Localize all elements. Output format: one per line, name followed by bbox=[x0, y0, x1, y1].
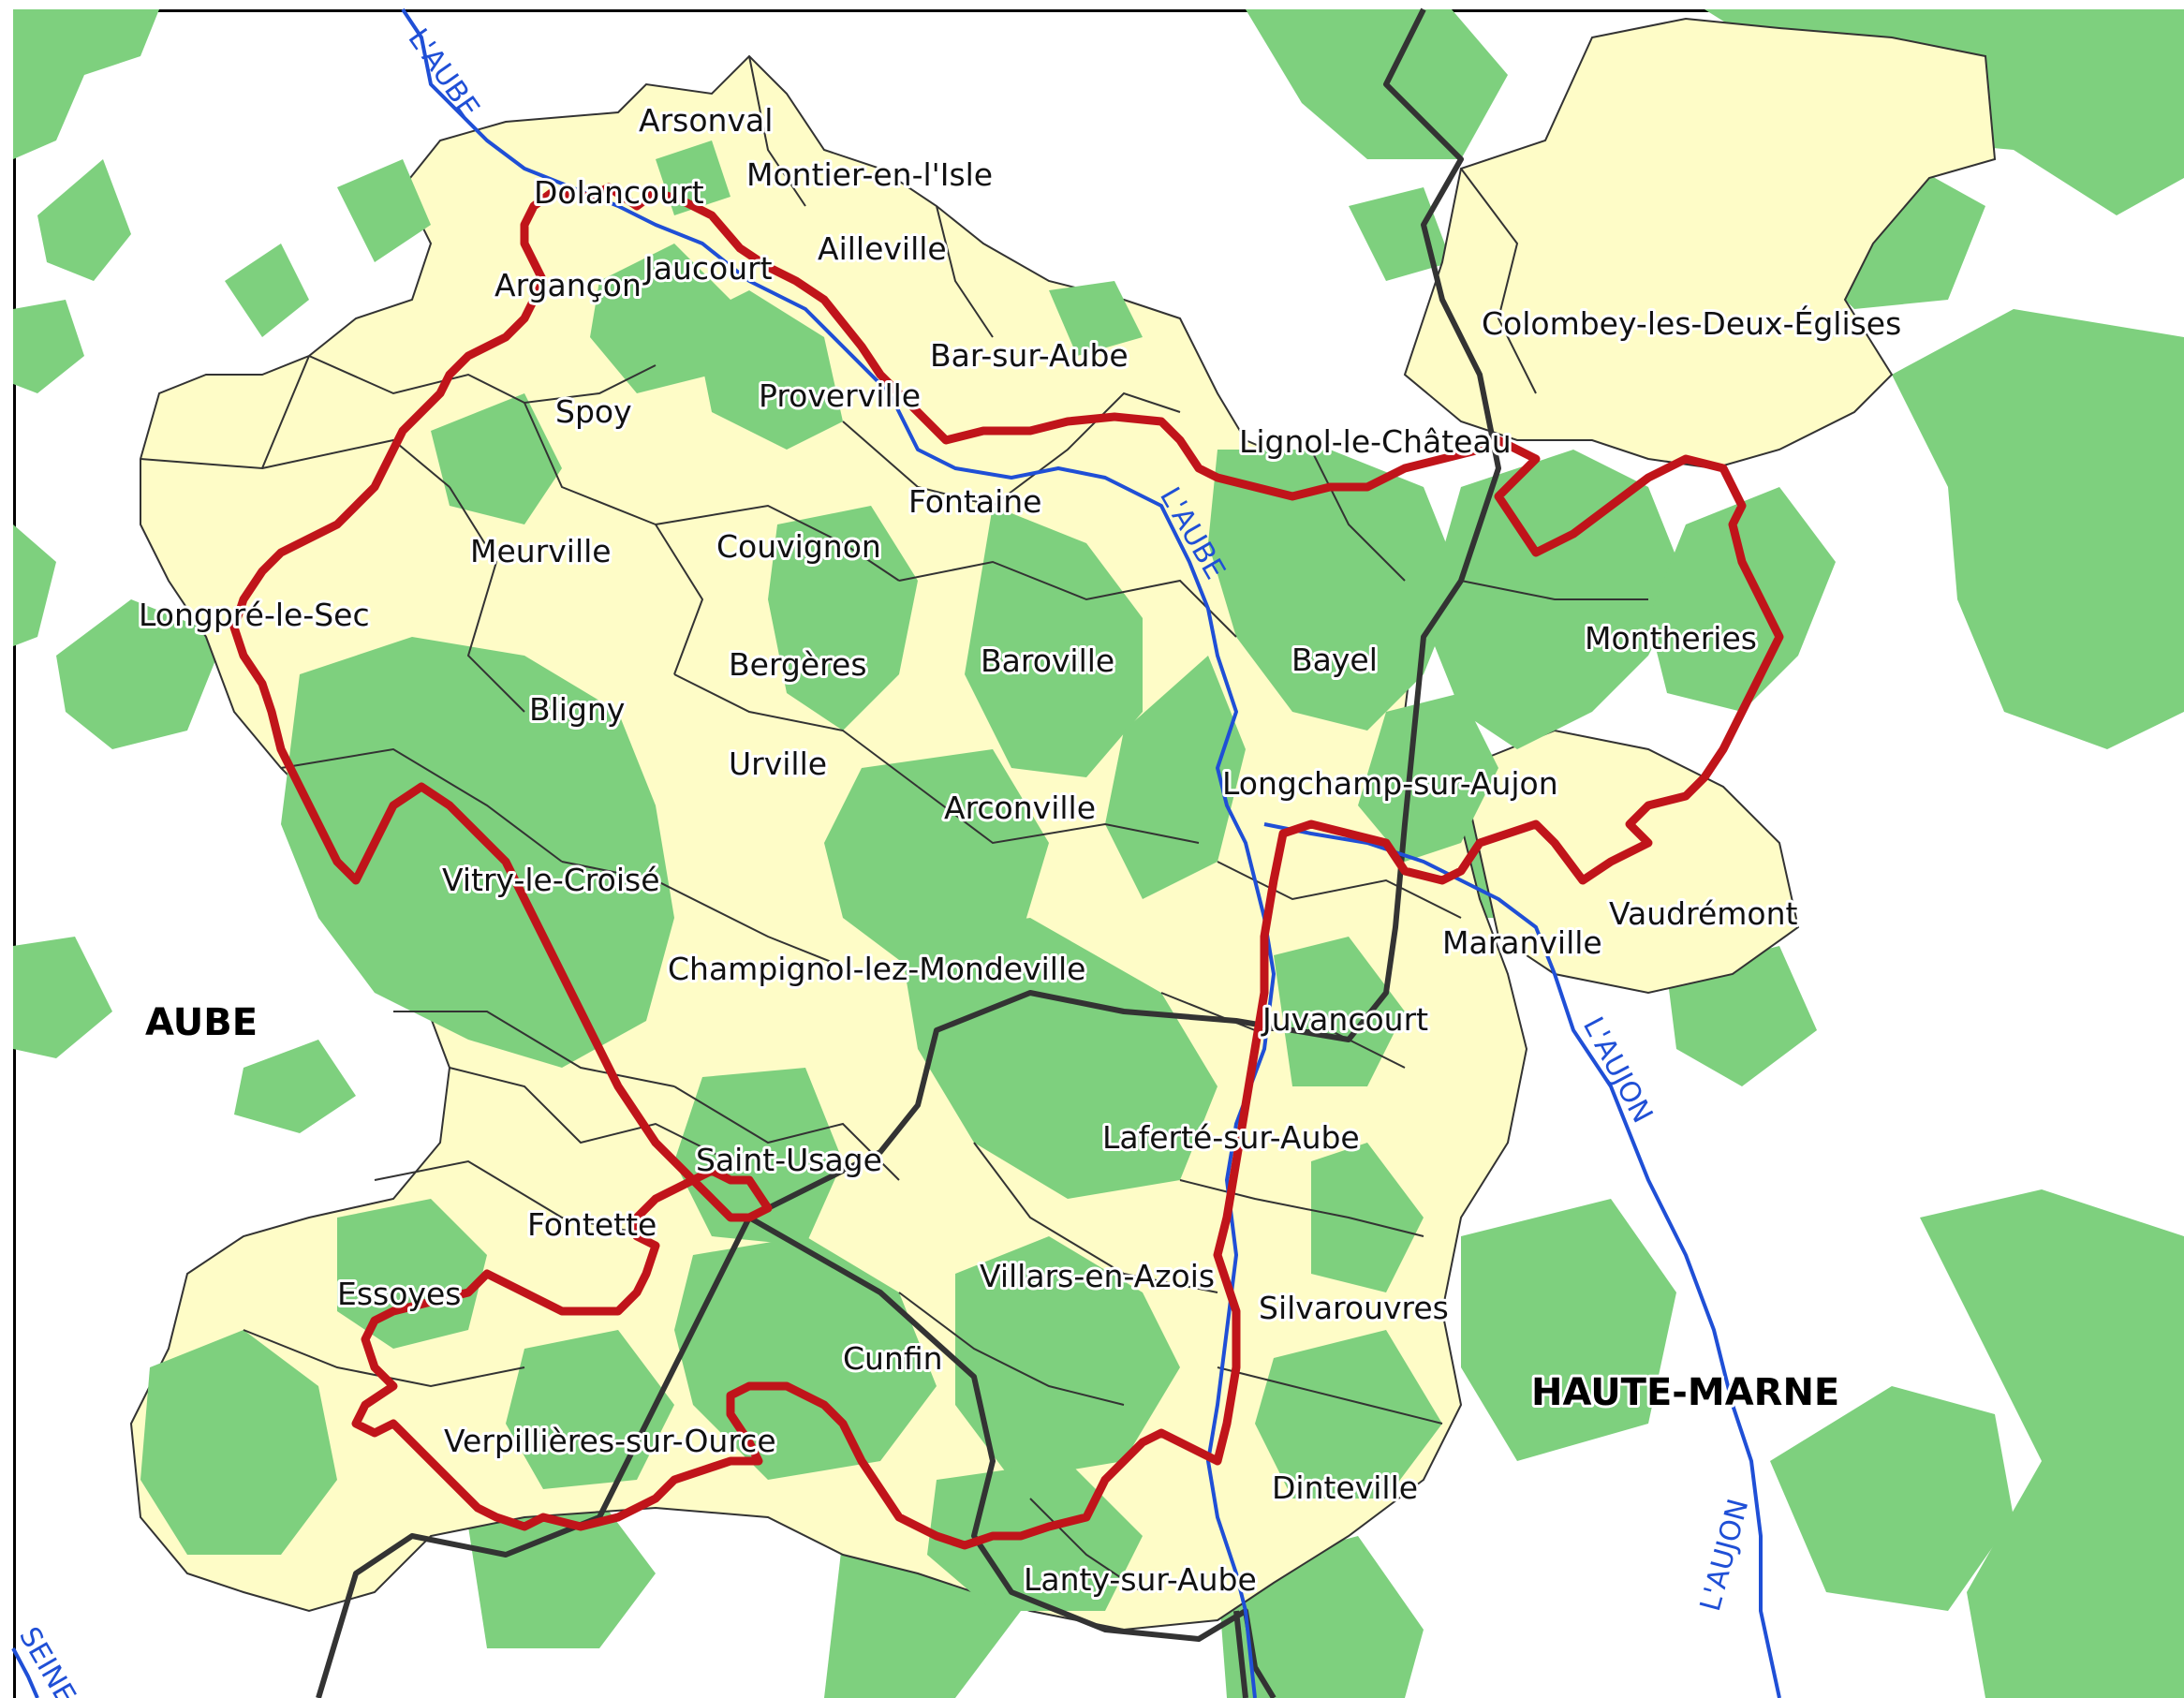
commune-label-meurville[interactable]: Meurville bbox=[467, 530, 614, 572]
department-label-aube: AUBE bbox=[145, 1001, 258, 1044]
commune-label-verpillieres-sur-ource[interactable]: Verpillières-sur-Ource bbox=[441, 1420, 779, 1462]
commune-label-dinteville[interactable]: Dinteville bbox=[1269, 1467, 1421, 1509]
commune-label-fontaine[interactable]: Fontaine bbox=[906, 480, 1044, 523]
commune-label-montier-en-lisle[interactable]: Montier-en-l'Isle bbox=[744, 154, 996, 196]
commune-label-vaudremont[interactable]: Vaudrémont bbox=[1606, 893, 1800, 935]
river-label-aube-top: L'AUBE bbox=[401, 23, 485, 125]
commune-label-arganzon[interactable]: Arganҫon bbox=[492, 264, 644, 306]
commune-label-colombey-les-deux-eglises[interactable]: Colombey-les-Deux-Églises bbox=[1479, 302, 1904, 345]
study-perimeter-line bbox=[229, 183, 1784, 1550]
commune-label-proverville[interactable]: Proverville bbox=[756, 375, 923, 417]
commune-label-lanty-sur-aube[interactable]: Lanty-sur-Aube bbox=[1021, 1558, 1260, 1601]
commune-label-cunfin[interactable]: Cunfin bbox=[840, 1337, 946, 1380]
commune-label-bligny[interactable]: Bligny bbox=[526, 688, 627, 731]
commune-borders bbox=[140, 55, 1648, 1593]
commune-label-longchamp-sur-aujon[interactable]: Longchamp-sur-Aujon bbox=[1219, 762, 1561, 805]
commune-label-lignol-le-chateau[interactable]: Lignol-le-Château bbox=[1236, 421, 1514, 463]
commune-label-spoy[interactable]: Spoy bbox=[553, 391, 635, 433]
department-label-haute-marne: HAUTE-MARNE bbox=[1531, 1371, 1839, 1414]
commune-label-ailleville[interactable]: Ailleville bbox=[815, 228, 950, 270]
commune-label-bergeres[interactable]: Bergères bbox=[726, 643, 870, 686]
commune-label-jaucourt[interactable]: Jaucourt bbox=[640, 247, 775, 289]
commune-label-arconville[interactable]: Arconville bbox=[941, 787, 1099, 829]
commune-label-bayel[interactable]: Bayel bbox=[1289, 639, 1380, 681]
commune-label-essoyes[interactable]: Essoyes bbox=[334, 1273, 464, 1315]
commune-label-couvignon[interactable]: Couvignon bbox=[714, 525, 884, 568]
commune-label-maranville[interactable]: Maranville bbox=[1439, 922, 1605, 964]
commune-label-vitry-le-croise[interactable]: Vitry-le-Croisé bbox=[439, 859, 663, 901]
commune-label-saint-usage[interactable]: Saint-Usage bbox=[693, 1139, 885, 1181]
river-label-aujon-upper: L'AUJON bbox=[1576, 1011, 1659, 1128]
commune-label-longpre-le-sec[interactable]: Longpré-le-Sec bbox=[136, 594, 373, 636]
river-label-aujon-lower: L'AUJON bbox=[1694, 1496, 1755, 1615]
commune-label-villars-en-azois[interactable]: Villars-en-Azois bbox=[977, 1255, 1217, 1297]
commune-label-arsonval[interactable]: Arsonval bbox=[636, 99, 775, 141]
commune-label-bar-sur-aube[interactable]: Bar-sur-Aube bbox=[927, 334, 1131, 377]
commune-label-champignol-lez-mondeville[interactable]: Champignol-lez-Mondeville bbox=[665, 948, 1088, 990]
commune-label-dolancourt[interactable]: Dolancourt bbox=[531, 171, 707, 214]
commune-label-juvancourt[interactable]: Juvancourt bbox=[1258, 998, 1431, 1041]
commune-label-silvarouvres[interactable]: Silvarouvres bbox=[1256, 1287, 1452, 1329]
commune-label-urville[interactable]: Urville bbox=[726, 743, 830, 785]
department-boundary-line bbox=[316, 7, 1501, 1698]
commune-label-fontette[interactable]: Fontette bbox=[524, 1203, 659, 1246]
commune-label-laferte-sur-aube[interactable]: Laferté-sur-Aube bbox=[1099, 1116, 1363, 1159]
commune-label-baroville[interactable]: Baroville bbox=[978, 640, 1117, 682]
river-label-seine: SEINE bbox=[12, 1622, 81, 1698]
commune-label-montheries[interactable]: Montheries bbox=[1582, 617, 1760, 659]
